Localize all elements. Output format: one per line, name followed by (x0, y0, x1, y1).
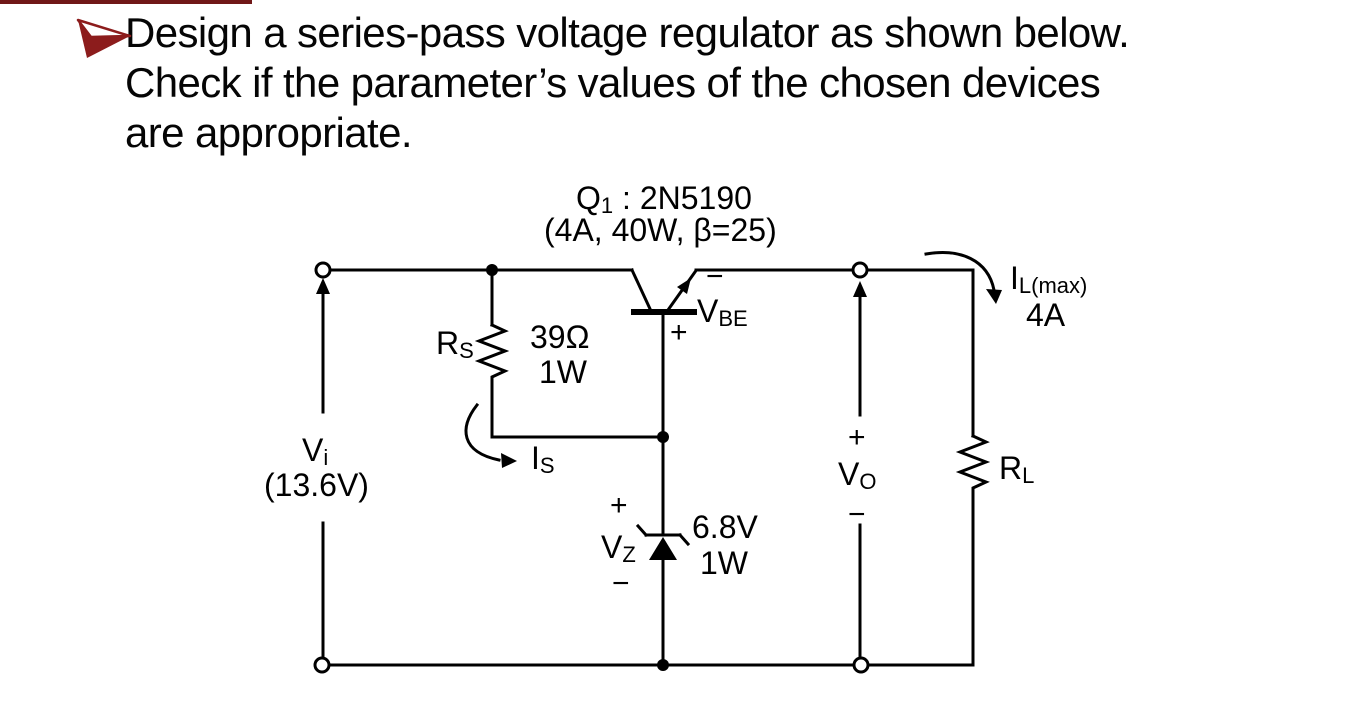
rs-resistor-symbol (474, 323, 510, 387)
vi-arrowhead-icon (316, 278, 330, 294)
il-max-label: IL(max) (1010, 260, 1088, 298)
zener-left-wing (635, 523, 649, 538)
vi-label: Vi (302, 432, 329, 470)
is-arrowhead-icon (501, 453, 517, 468)
input-bottom-terminal (313, 656, 331, 674)
vo-label: VO (838, 456, 877, 494)
title-line-3: are appropriate. (125, 109, 413, 156)
is-label: IS (531, 440, 555, 478)
rs-power-label: 1W (539, 354, 587, 390)
rl-resistor-symbol (955, 434, 991, 500)
vz-value-label: 6.8V (692, 509, 758, 545)
vo-arrowhead-icon (853, 281, 867, 297)
il-current-arrow (924, 251, 996, 292)
q1-specs-label: (4A, 40W, β=25) (544, 212, 777, 248)
il-arrowhead-icon (986, 289, 1002, 304)
rs-bottom-wire (490, 383, 665, 439)
junction-dot-rs-top (486, 264, 498, 276)
vz-power-label: 1W (700, 545, 748, 581)
transistor-collector-lead (630, 268, 653, 313)
vo-plus-sign: + (848, 421, 866, 454)
title-block: Design a series-pass voltage regulator a… (76, 8, 1346, 158)
rs-value-label: 39Ω (530, 319, 590, 355)
junction-dot-zener-bottom (657, 659, 669, 671)
slide-title: Design a series-pass voltage regulator a… (125, 8, 1346, 158)
title-line-2: Check if the parameter’s values of the c… (125, 59, 1101, 106)
vbe-minus-sign: − (706, 260, 724, 293)
rs-label: RS (436, 325, 474, 363)
vbe-label: VBE (697, 293, 748, 331)
il-max-value-label: 4A (1026, 297, 1066, 333)
output-top-terminal (851, 261, 869, 279)
input-top-terminal (314, 261, 332, 279)
title-line-1: Design a series-pass voltage regulator a… (125, 9, 1130, 56)
wire-top-right (694, 268, 975, 438)
transistor-emitter-lead (665, 269, 698, 313)
emitter-arrowhead-icon (677, 278, 691, 294)
bullet-arrow-icon (76, 18, 132, 60)
zener-diode-symbol (649, 537, 677, 560)
output-bottom-terminal (852, 656, 870, 674)
zener-right-wing (677, 532, 691, 547)
vbe-plus-sign: + (670, 316, 688, 349)
rl-label: RL (999, 450, 1035, 488)
vz-minus-sign: − (612, 567, 630, 600)
junction-dot-base (657, 431, 669, 443)
top-accent-bar (0, 0, 252, 4)
vi-value-label: (13.6V) (264, 467, 369, 503)
q1-name-label: Q1 : 2N5190 (576, 180, 752, 218)
is-current-arrow (464, 402, 501, 462)
vo-minus-sign: − (848, 498, 866, 531)
vz-plus-sign: + (610, 489, 628, 522)
vz-label: VZ (601, 529, 636, 567)
